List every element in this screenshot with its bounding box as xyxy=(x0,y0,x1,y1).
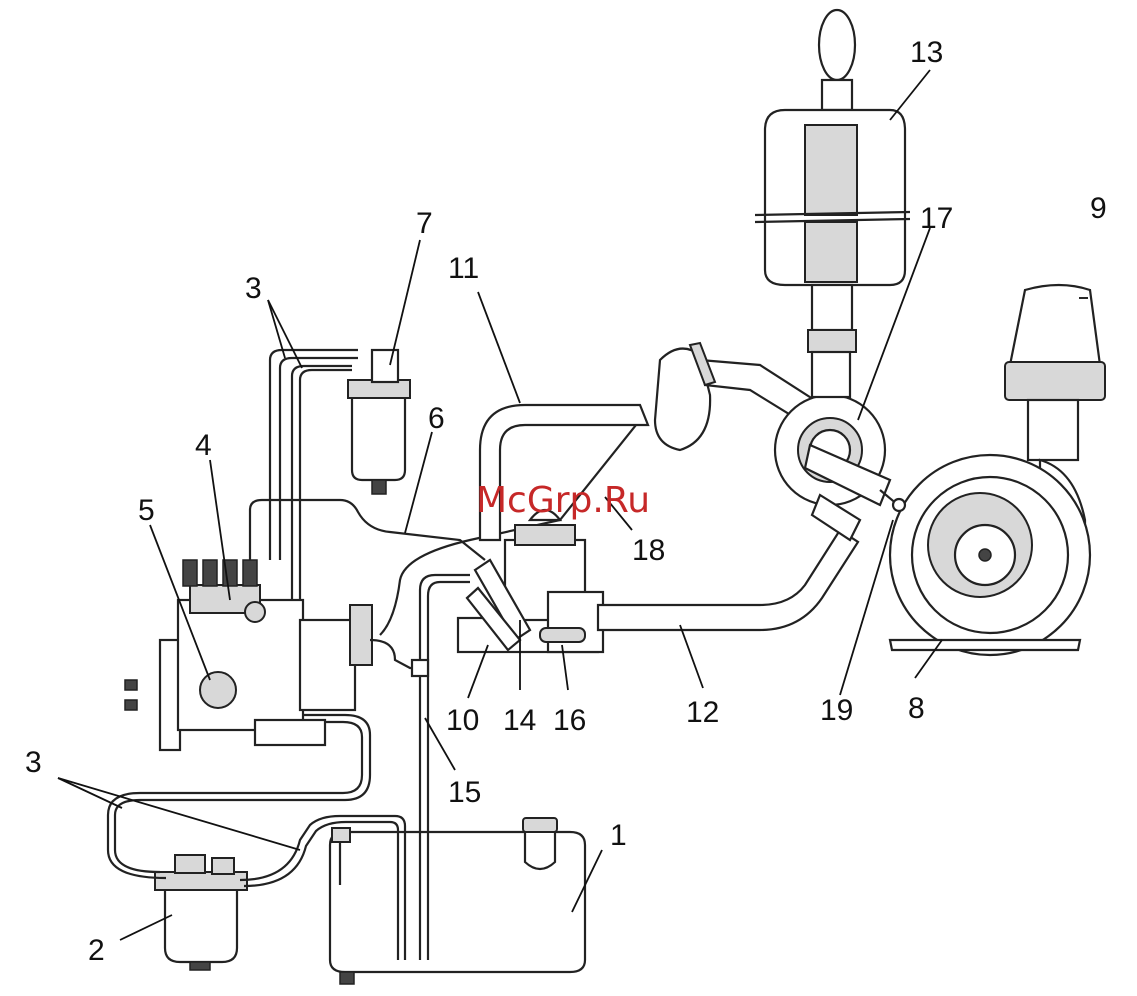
callout-3-lower: 3 xyxy=(25,746,42,779)
callout-16: 16 xyxy=(553,704,586,737)
callout-2: 2 xyxy=(88,934,105,967)
exhaust-muffler xyxy=(755,10,910,397)
callout-9: 9 xyxy=(1090,192,1107,225)
callout-17: 17 xyxy=(920,202,953,235)
fine-fuel-filter xyxy=(348,350,410,494)
return-line xyxy=(250,500,485,560)
callout-10: 10 xyxy=(446,704,479,737)
air-cleaner xyxy=(890,455,1090,655)
callout-4: 4 xyxy=(195,429,212,462)
callout-15: 15 xyxy=(448,776,481,809)
callout-19: 19 xyxy=(820,694,853,727)
callout-8: 8 xyxy=(908,692,925,725)
callout-1: 1 xyxy=(610,819,627,852)
callout-13: 13 xyxy=(910,36,943,69)
pre-cleaner xyxy=(1005,285,1105,460)
callout-18: 18 xyxy=(632,534,665,567)
callout-6: 6 xyxy=(428,402,445,435)
callout-5: 5 xyxy=(138,494,155,527)
turbocharger xyxy=(775,395,890,540)
watermark-text: McGrp.Ru xyxy=(476,480,650,521)
callout-12: 12 xyxy=(686,696,719,729)
callout-14: 14 xyxy=(503,704,536,737)
hose-19-clamp xyxy=(893,499,905,511)
callout-11: 11 xyxy=(448,252,479,285)
callout-3-upper: 3 xyxy=(245,272,262,305)
coarse-fuel-filter xyxy=(155,855,247,970)
fuel-tank xyxy=(330,818,585,984)
callout-7: 7 xyxy=(416,207,433,240)
